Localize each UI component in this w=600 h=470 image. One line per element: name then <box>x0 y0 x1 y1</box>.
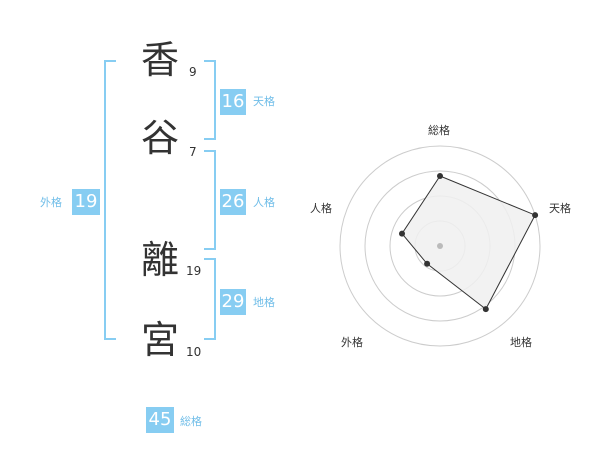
radar-point-3 <box>482 306 489 313</box>
name-char-2: 谷 <box>140 116 179 160</box>
tenkaku-label: 天格 <box>253 95 275 108</box>
radar-point-1 <box>437 173 443 179</box>
radar-point-5 <box>399 230 405 237</box>
radar-series-polygon <box>401 175 536 310</box>
jinkaku-bracket <box>204 150 216 250</box>
chikaku-value: 29 <box>220 289 246 315</box>
jinkaku-value: 26 <box>220 189 246 215</box>
tenkaku-value: 16 <box>220 89 246 115</box>
radar-point-4 <box>424 260 431 267</box>
radar-ring <box>339 145 541 347</box>
soukaku-value: 45 <box>146 407 174 433</box>
stroke-count-4: 10 <box>186 345 202 359</box>
chikaku-label: 地格 <box>253 296 275 309</box>
gaikaku-bracket <box>104 60 116 340</box>
radar-label-soukaku: 総格 <box>428 124 450 137</box>
radar-center-dot <box>437 243 443 249</box>
stroke-count-2: 7 <box>189 145 197 159</box>
gaikaku-value: 19 <box>72 189 100 215</box>
name-char-3: 離 <box>140 238 179 282</box>
name-char-4: 宮 <box>140 318 179 362</box>
radar-label-chikaku: 地格 <box>510 336 532 349</box>
radar-label-jinkaku: 人格 <box>310 202 332 215</box>
name-char-1: 香 <box>140 38 179 82</box>
gaikaku-label: 外格 <box>40 196 62 209</box>
radar-label-gaikaku: 外格 <box>341 336 363 349</box>
radar-label-tenkaku: 天格 <box>549 202 571 215</box>
soukaku-label: 総格 <box>180 415 202 428</box>
jinkaku-label: 人格 <box>253 196 275 209</box>
radar-point-2 <box>532 212 539 219</box>
stroke-count-1: 9 <box>189 65 197 79</box>
stroke-count-3: 19 <box>186 264 202 278</box>
tenkaku-bracket <box>204 60 216 140</box>
chikaku-bracket <box>204 258 216 340</box>
